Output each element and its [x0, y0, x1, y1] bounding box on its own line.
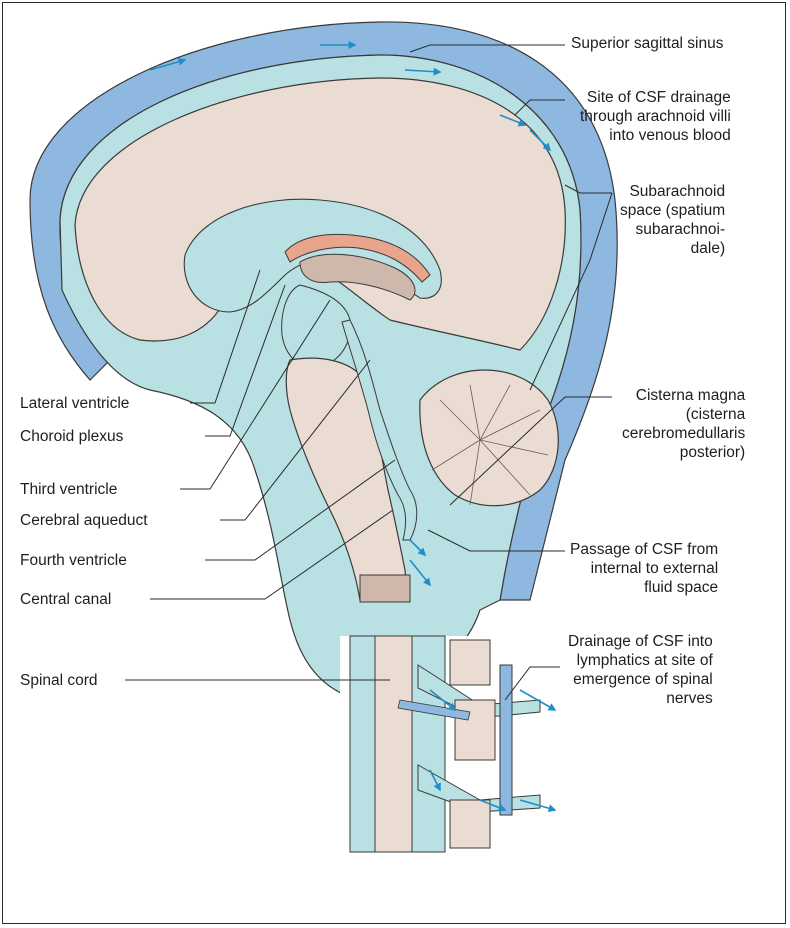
- label-cisterna-magna: Cisterna magna (cisterna cerebromedullar…: [622, 386, 745, 462]
- label-choroid-plexus: Choroid plexus: [20, 427, 123, 446]
- label-superior-sagittal-sinus: Superior sagittal sinus: [571, 34, 724, 53]
- label-central-canal: Central canal: [20, 590, 111, 609]
- label-lateral-ventricle: Lateral ventricle: [20, 394, 129, 413]
- spinal-column-section: [340, 636, 545, 852]
- label-spinal-cord: Spinal cord: [20, 671, 98, 690]
- label-fourth-ventricle: Fourth ventricle: [20, 551, 127, 570]
- label-third-ventricle: Third ventricle: [20, 480, 117, 499]
- label-passage-csf: Passage of CSF from internal to external…: [570, 540, 718, 597]
- upper-spinal-cord: [360, 575, 410, 602]
- label-cerebral-aqueduct: Cerebral aqueduct: [20, 511, 148, 530]
- label-csf-drainage-villi: Site of CSF drainage through arachnoid v…: [580, 88, 731, 145]
- label-drainage-lymphatics: Drainage of CSF into lymphatics at site …: [568, 632, 713, 708]
- label-subarachnoid-space: Subarachnoid space (spatium subarachnoi-…: [620, 182, 725, 258]
